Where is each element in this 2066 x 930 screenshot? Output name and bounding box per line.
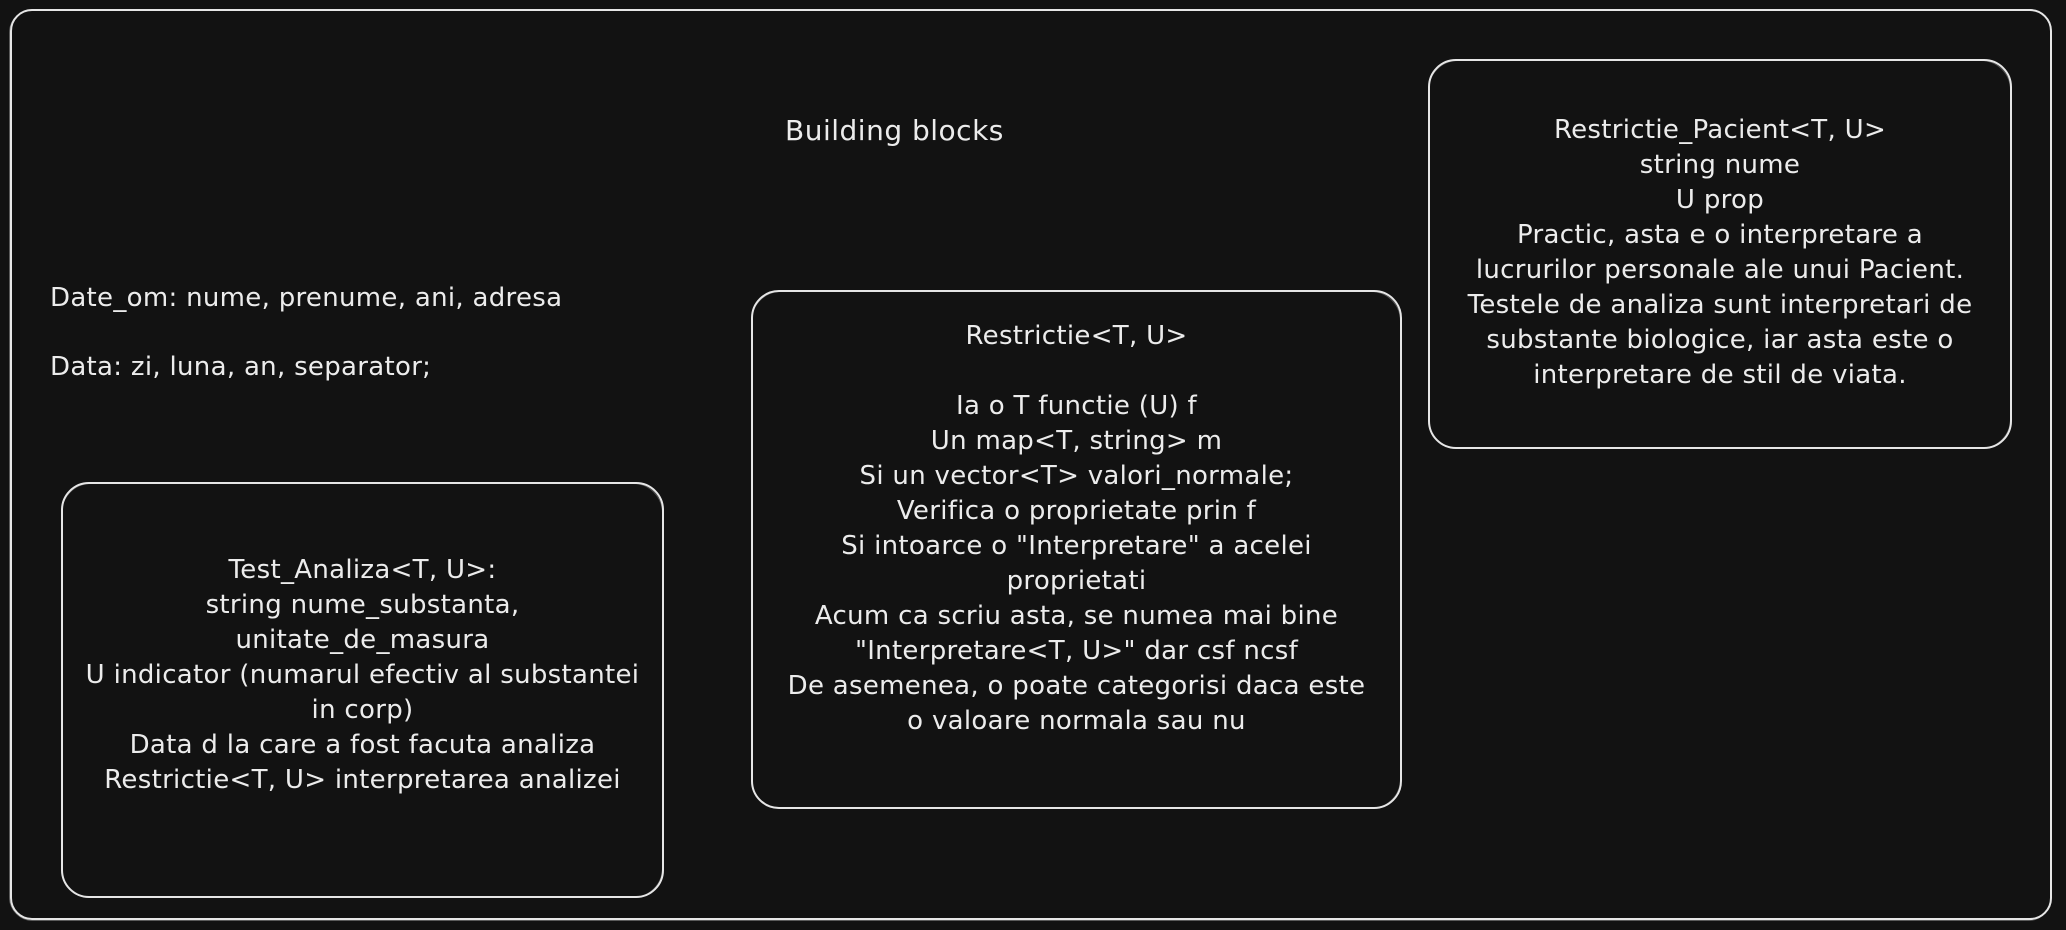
box-line: "Interpretare<T, U>" dar csf ncsf: [854, 636, 1299, 666]
box-line: string nume: [1639, 150, 1801, 180]
blank-line: [788, 354, 1366, 389]
box-restrictie-text: Restrictie<T, U> Ia o T functie (U) f Un…: [788, 319, 1366, 739]
box-restrictie-pacient: Restrictie_Pacient<T, U> string nume U p…: [1428, 59, 2012, 449]
box-restrictie-pacient-text: Restrictie_Pacient<T, U> string nume U p…: [1468, 113, 1973, 393]
box-restrictie: Restrictie<T, U> Ia o T functie (U) f Un…: [751, 290, 1402, 809]
box-line: Practic, asta e o interpretare a: [1517, 220, 1923, 250]
box-line: U indicator (numarul efectiv al substant…: [85, 659, 640, 690]
box-line: Si un vector<T> valori_normale;: [859, 461, 1294, 491]
box-line: Ia o T functie (U) f: [955, 391, 1197, 421]
box-line: o valoare normala sau nu: [907, 706, 1246, 736]
box-line: Acum ca scriu asta, se numea mai bine: [814, 601, 1339, 631]
box-line: Un map<T, string> m: [930, 426, 1223, 456]
box-line: interpretare de stil de viata.: [1533, 360, 1907, 390]
box-test-analiza: Test_Analiza<T, U>: string nume_substant…: [61, 482, 664, 898]
box-line: Si intoarce o "Interpretare" a acelei: [841, 531, 1312, 561]
box-line: Testele de analiza sunt interpretari de: [1467, 290, 1973, 320]
box-line: Restrictie<T, U> interpretarea analizei: [104, 764, 621, 795]
box-line: in corp): [311, 694, 414, 725]
box-heading: Restrictie<T, U>: [965, 321, 1188, 351]
box-line: Data d la care a fost facuta analiza: [129, 729, 596, 760]
box-line: Restrictie_Pacient<T, U>: [1553, 115, 1887, 145]
box-line: lucrurilor personale ale unui Pacient.: [1475, 255, 1965, 285]
box-line: De asemenea, o poate categorisi daca est…: [787, 671, 1366, 701]
box-line: unitate_de_masura: [235, 624, 490, 655]
box-test-analiza-text: Test_Analiza<T, U>: string nume_substant…: [86, 553, 640, 798]
box-line: Verifica o proprietate prin f: [896, 496, 1257, 526]
diagram-title: Building blocks: [785, 114, 1004, 147]
box-line: string nume_substanta,: [205, 589, 520, 620]
note-data: Data: zi, luna, an, separator;: [50, 352, 432, 382]
box-line: Test_Analiza<T, U>:: [228, 554, 497, 585]
box-line: substante biologice, iar asta este o: [1486, 325, 1954, 355]
note-date-om: Date_om: nume, prenume, ani, adresa: [50, 283, 563, 313]
box-line: U prop: [1675, 185, 1765, 215]
box-line: proprietati: [1006, 566, 1147, 596]
